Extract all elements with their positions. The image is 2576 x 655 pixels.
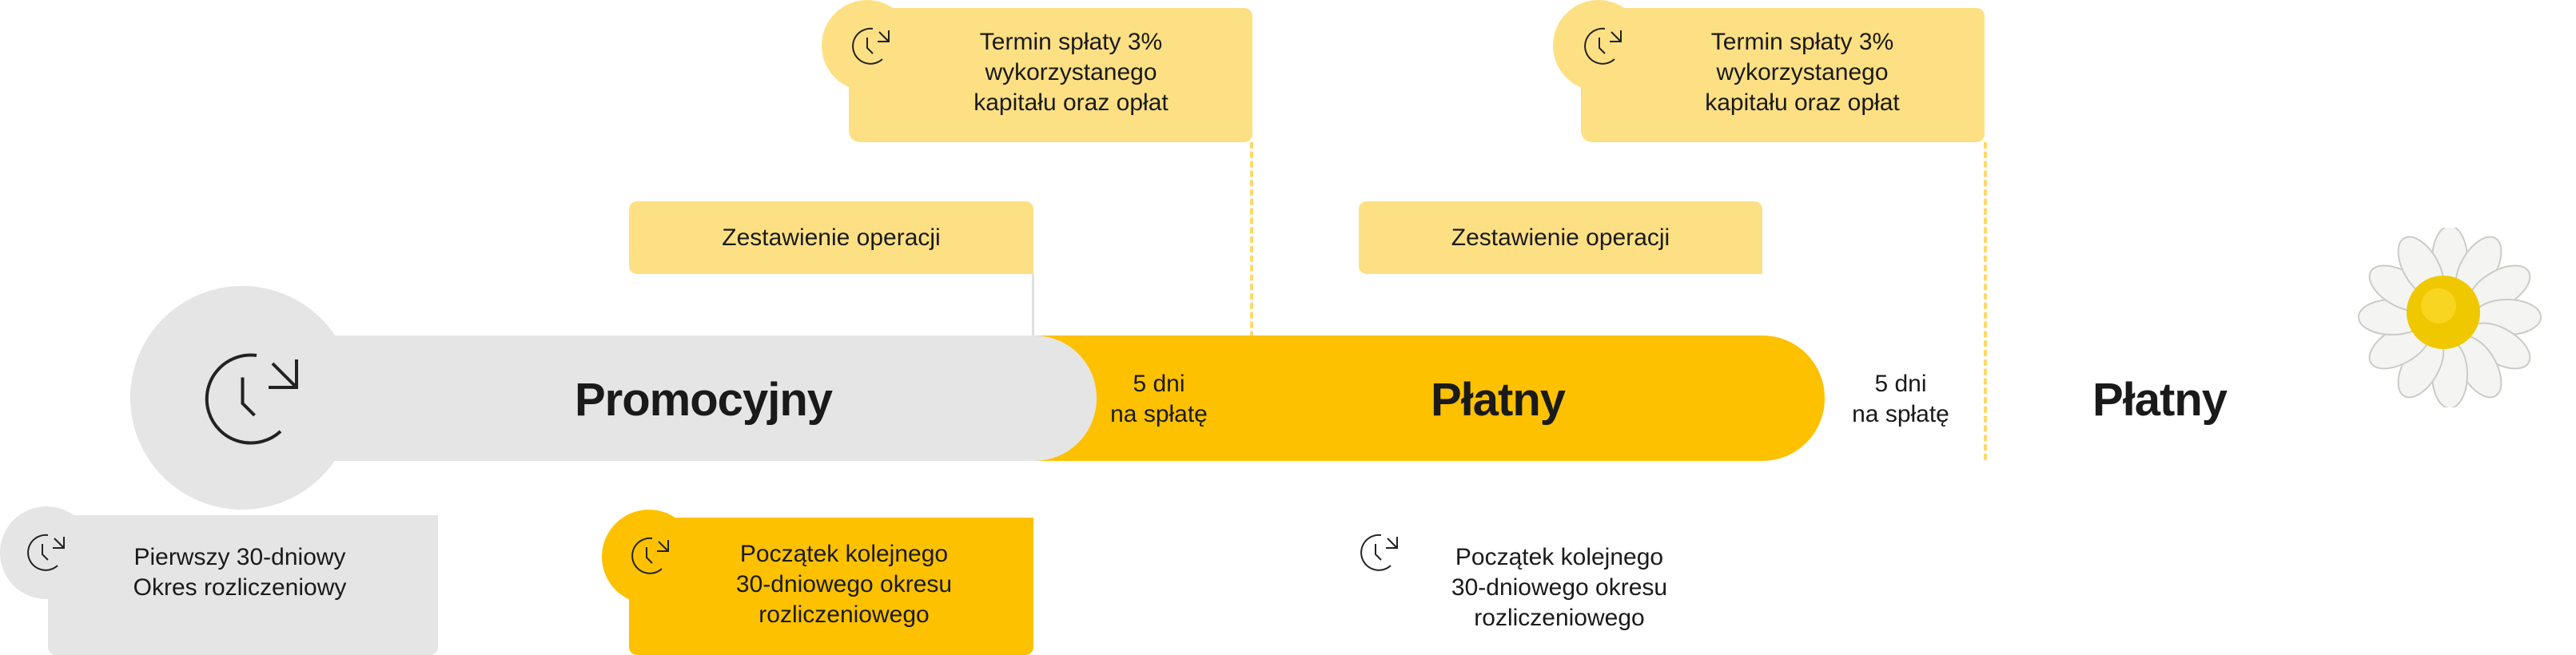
card-line: kapitału oraz opłat xyxy=(973,89,1169,116)
repayment-card-2 xyxy=(1581,8,1985,142)
grace-line: 5 dni xyxy=(1874,371,1927,397)
statement-label: Zestawienie operacji xyxy=(1451,224,1670,251)
statement-card-1: Zestawienie operacji xyxy=(629,201,1033,274)
card-line: Pierwszy 30-dniowy xyxy=(133,544,346,570)
card-line: Termin spłaty 3% xyxy=(979,29,1163,55)
clock-icon xyxy=(631,537,669,574)
statement-connector xyxy=(1032,274,1034,338)
card-line: kapitału oraz opłat xyxy=(1705,89,1900,116)
next-period-text: Początek kolejnego 30-dniowego okresu ro… xyxy=(684,537,1004,633)
first-period-card xyxy=(48,515,438,655)
card-line: Początek kolejnego xyxy=(1455,544,1664,570)
clock-icon xyxy=(852,27,890,65)
card-line: Okres rozliczeniowy xyxy=(133,574,347,601)
repayment-card-1-text: Termin spłaty 3% wykorzystanego kapitału… xyxy=(911,21,1231,125)
card-line: wykorzystanego xyxy=(1716,59,1889,85)
card-line: Termin spłaty 3% xyxy=(1710,29,1894,55)
card-line: Początek kolejnego xyxy=(739,541,949,567)
grace-line: na spłatę xyxy=(1852,401,1949,427)
deadline-marker-1 xyxy=(1250,142,1253,460)
clock-icon xyxy=(1360,534,1398,571)
grace-period-1: 5 dni na spłatę xyxy=(1095,359,1223,439)
grace-line: na spłatę xyxy=(1110,401,1208,427)
chamomile-flower-image xyxy=(2358,228,2542,407)
paid-label-2: Płatny xyxy=(2092,373,2228,426)
card-line: rozliczeniowego xyxy=(758,601,930,628)
deadline-marker-2 xyxy=(1984,142,1987,460)
repayment-card-1 xyxy=(849,8,1252,142)
next-period-card xyxy=(629,518,1033,655)
clock-icon xyxy=(1584,27,1622,65)
grace-period-2: 5 dni na spłatę xyxy=(1837,359,1965,439)
next-period-card-bump xyxy=(602,510,696,604)
card-line: 30-dniowego okresu xyxy=(1451,574,1668,601)
clock-icon xyxy=(205,353,298,445)
card-line: wykorzystanego xyxy=(985,59,1157,85)
repayment-card-2-text: Termin spłaty 3% wykorzystanego kapitału… xyxy=(1642,21,1962,125)
paid-label-1: Płatny xyxy=(1430,373,1566,426)
card-line: rozliczeniowego xyxy=(1474,605,1645,631)
paid-period-bar xyxy=(1033,335,1825,461)
first-period-text: Pierwszy 30-dniowy Okres rozliczeniowy xyxy=(80,537,400,609)
grace-line: 5 dni xyxy=(1133,371,1185,397)
clock-icon xyxy=(27,534,65,571)
next-period-text-2: Początek kolejnego 30-dniowego okresu ro… xyxy=(1399,540,1719,636)
card-line: 30-dniowego okresu xyxy=(735,571,953,597)
statement-label: Zestawienie operacji xyxy=(722,224,941,251)
first-period-card-bump xyxy=(0,506,93,599)
promo-period-bar xyxy=(240,335,1097,461)
promo-label: Promocyjny xyxy=(575,373,833,426)
statement-card-2: Zestawienie operacji xyxy=(1359,201,1762,274)
